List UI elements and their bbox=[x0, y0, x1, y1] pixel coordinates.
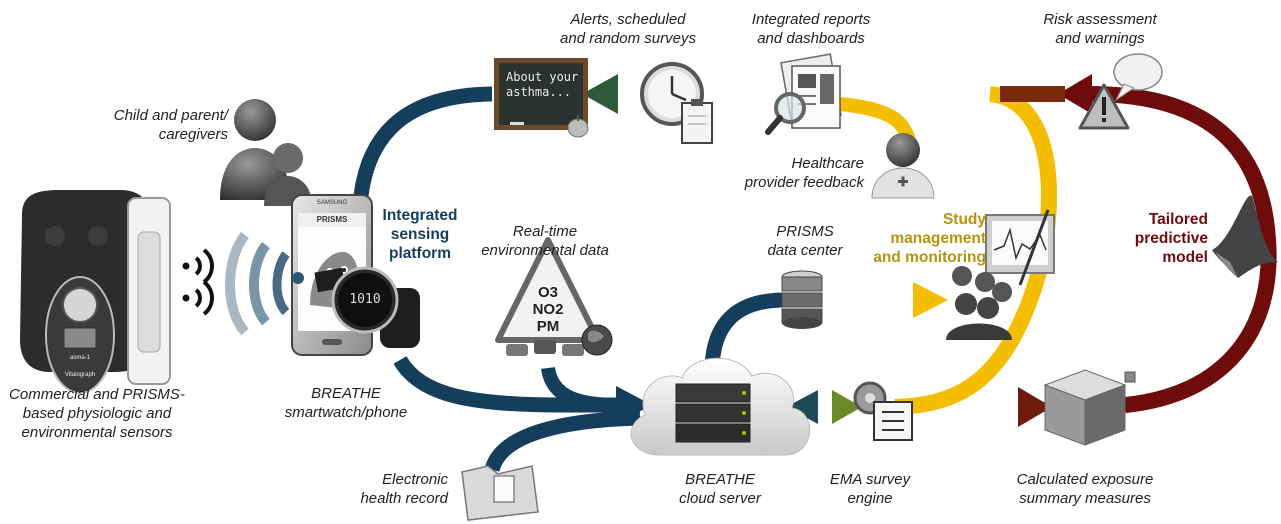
chalkboard-icon bbox=[494, 58, 589, 138]
chalkboard-line-2: asthma... bbox=[506, 85, 572, 99]
label-exposure-line-2: summary measures bbox=[1019, 490, 1151, 507]
cloud-server-icon bbox=[630, 357, 810, 456]
arrow-env-to-cloud bbox=[541, 366, 621, 412]
arrow-cloud-to-datacenter bbox=[704, 292, 786, 373]
label-ehr-line-2: health record bbox=[360, 490, 448, 507]
watch-time: 1010 bbox=[349, 292, 381, 307]
label-alerts-surveys: Alerts, scheduled and random surveys bbox=[548, 10, 708, 48]
label-risk-line-1: Risk assessment bbox=[1043, 11, 1157, 28]
label-prisms-dc-line-1: PRISMS bbox=[776, 223, 834, 240]
clipboard-icon bbox=[681, 99, 713, 144]
label-child-line-2: caregivers bbox=[158, 126, 228, 143]
label-tailored-line-2: predictive bbox=[1134, 230, 1208, 247]
label-cloud-server: BREATHE cloud server bbox=[660, 470, 780, 508]
label-breathe-phone-line-2: smartwatch/phone bbox=[284, 404, 408, 421]
label-healthcare-line-2: provider feedback bbox=[744, 174, 864, 191]
pollutant-o3: O3 bbox=[537, 284, 558, 301]
label-study-management: Study management and monitoring bbox=[866, 210, 986, 267]
label-tailored-model: Tailored predictive model bbox=[1108, 210, 1208, 267]
database-icon bbox=[781, 270, 823, 329]
monitor-icon bbox=[985, 209, 1055, 286]
label-alerts-line-1: Alerts, scheduled bbox=[570, 11, 686, 28]
label-integrated-line-1: Integrated bbox=[382, 207, 458, 224]
label-ehr-line-1: Electronic bbox=[382, 471, 448, 488]
label-cloud-line-2: cloud server bbox=[679, 490, 761, 507]
label-study-line-1: Study bbox=[942, 211, 986, 228]
label-breathe-smartwatch: BREATHE smartwatch/phone bbox=[276, 384, 416, 422]
globe-icon bbox=[581, 324, 613, 356]
label-commercial-sensors: Commercial and PRISMS- based physiologic… bbox=[2, 385, 192, 442]
wireless-signal-icon bbox=[182, 231, 304, 336]
label-commercial-line-1: Commercial and PRISMS- bbox=[9, 386, 185, 403]
label-tailored-line-3: model bbox=[1162, 249, 1208, 266]
ema-engine-icon bbox=[853, 381, 913, 441]
label-ema-line-2: engine bbox=[847, 490, 893, 507]
phone-app-title: PRISMS bbox=[316, 215, 348, 224]
speech-bubble-icon bbox=[1113, 53, 1163, 102]
predictive-model-icon bbox=[1212, 195, 1278, 278]
label-calculated-exposure: Calculated exposure summary measures bbox=[1000, 470, 1170, 508]
chalkboard-line-1: About your bbox=[506, 70, 579, 84]
parent-child-icon bbox=[220, 99, 312, 206]
arrowhead-risk bbox=[1058, 74, 1092, 114]
ehr-folder-icon bbox=[461, 465, 539, 521]
label-study-line-2: management bbox=[890, 230, 986, 247]
arrowhead-chalkboard bbox=[582, 74, 618, 114]
chalkboard-text: About your asthma... bbox=[506, 70, 578, 100]
label-breathe-phone-line-1: BREATHE bbox=[311, 385, 381, 402]
arrow-phone-to-cloud bbox=[393, 355, 620, 413]
label-commercial-line-3: environmental sensors bbox=[21, 424, 173, 441]
label-integrated-line-3: platform bbox=[389, 245, 451, 262]
label-prisms-dc-line-2: data center bbox=[767, 242, 843, 259]
pollutant-pm: PM bbox=[536, 318, 560, 335]
inhaler-brand: asma-1 bbox=[69, 355, 90, 361]
label-reports-dashboards: Integrated reports and dashboards bbox=[736, 10, 886, 48]
label-commercial-line-2: based physiologic and bbox=[22, 405, 172, 422]
warning-icon bbox=[1078, 83, 1130, 130]
label-exposure-line-1: Calculated exposure bbox=[1016, 471, 1154, 488]
data-cube-icon bbox=[1043, 369, 1136, 446]
pollution-triangle-icon bbox=[495, 237, 601, 356]
label-realtime-line-2: environmental data bbox=[481, 242, 609, 259]
arrowhead-ema-left bbox=[786, 390, 818, 424]
label-prisms-datacenter: PRISMS data center bbox=[750, 222, 860, 260]
study-team-icon bbox=[946, 266, 1012, 340]
label-reports-line-1: Integrated reports bbox=[751, 11, 871, 28]
inhaler-maker: Vitalograph bbox=[64, 372, 96, 378]
smartwatch-icon bbox=[314, 266, 420, 348]
label-tailored-line-1: Tailored bbox=[1148, 211, 1208, 228]
label-realtime-env: Real-time environmental data bbox=[470, 222, 620, 260]
label-alerts-line-2: and random surveys bbox=[560, 30, 696, 47]
label-ema-engine: EMA survey engine bbox=[820, 470, 920, 508]
label-ehr: Electronic health record bbox=[338, 470, 448, 508]
label-integrated-sensing: Integrated sensing platform bbox=[380, 206, 460, 263]
label-child-parent: Child and parent/ caregivers bbox=[100, 106, 228, 144]
pollutant-no2: NO2 bbox=[532, 301, 564, 318]
arrowhead-cube bbox=[1018, 387, 1052, 427]
label-integrated-line-2: sensing bbox=[390, 226, 450, 243]
arrow-phone-to-chalkboard bbox=[352, 86, 493, 206]
pollutant-list: O3 NO2 PM bbox=[528, 284, 568, 335]
label-risk-warnings: Risk assessment and warnings bbox=[1030, 10, 1170, 48]
label-reports-line-2: and dashboards bbox=[757, 30, 865, 47]
label-ema-line-1: EMA survey bbox=[829, 471, 911, 488]
phone-brand: SAMSUNG bbox=[316, 200, 348, 206]
sensor-devices-icon bbox=[20, 190, 171, 394]
arrow-red-loop bbox=[1089, 86, 1277, 413]
label-realtime-line-1: Real-time bbox=[512, 223, 578, 240]
label-risk-line-2: and warnings bbox=[1055, 30, 1145, 47]
arrow-yellow-loop bbox=[894, 86, 1058, 415]
label-child-line-1: Child and parent/ bbox=[113, 107, 228, 124]
magnifier-icon bbox=[765, 92, 806, 135]
label-healthcare-feedback: Healthcare provider feedback bbox=[730, 154, 864, 192]
arrowhead-team bbox=[913, 282, 948, 318]
label-healthcare-line-1: Healthcare bbox=[791, 155, 864, 172]
label-study-line-3: and monitoring bbox=[873, 249, 986, 266]
label-cloud-line-1: BREATHE bbox=[685, 471, 755, 488]
arrow-ehr-to-cloud bbox=[484, 410, 641, 473]
doctor-icon bbox=[871, 133, 935, 199]
arrowhead-ema-right bbox=[832, 390, 862, 424]
